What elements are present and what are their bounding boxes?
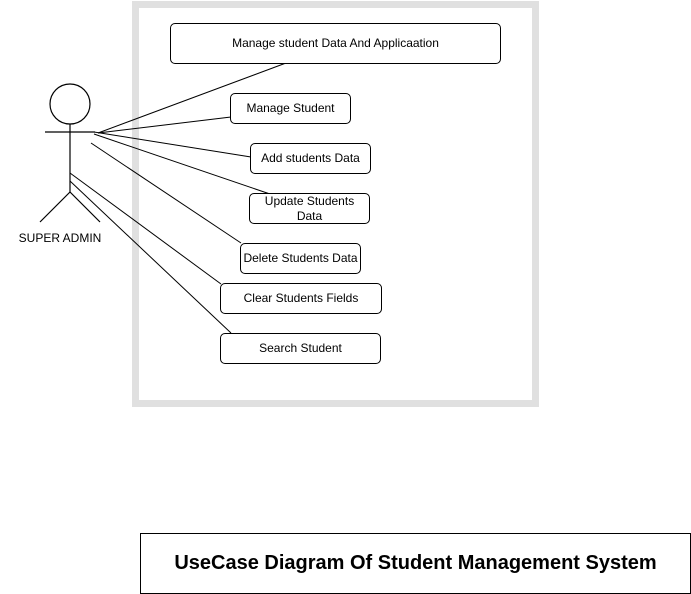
association-line: [69, 172, 222, 285]
usecase-add-students-data[interactable]: Add students Data: [250, 143, 371, 174]
actor-left-leg: [39, 191, 71, 223]
usecase-update-students-data[interactable]: Update Students Data: [249, 193, 370, 224]
usecase-search-student[interactable]: Search Student: [220, 333, 381, 364]
usecase-clear-students-fields[interactable]: Clear Students Fields: [220, 283, 382, 314]
association-line: [93, 131, 252, 158]
associations: [69, 62, 287, 334]
association-line: [69, 180, 232, 334]
diagram-title-box: UseCase Diagram Of Student Management Sy…: [140, 533, 691, 594]
diagram-title: UseCase Diagram Of Student Management Sy…: [174, 552, 657, 574]
association-line: [90, 142, 242, 244]
actor-right-leg: [69, 191, 101, 223]
association-line: [97, 62, 287, 134]
usecase-manage-student[interactable]: Manage Student: [230, 93, 351, 124]
usecase-delete-students-data[interactable]: Delete Students Data: [240, 243, 361, 274]
actor-head: [49, 83, 91, 125]
actor-figure: [39, 83, 101, 223]
usecase-manage-student-data-and-application[interactable]: Manage student Data And Applicaation: [170, 23, 501, 64]
association-line: [93, 133, 271, 195]
actor-label: SUPER ADMIN: [18, 231, 102, 245]
association-line: [97, 116, 232, 134]
